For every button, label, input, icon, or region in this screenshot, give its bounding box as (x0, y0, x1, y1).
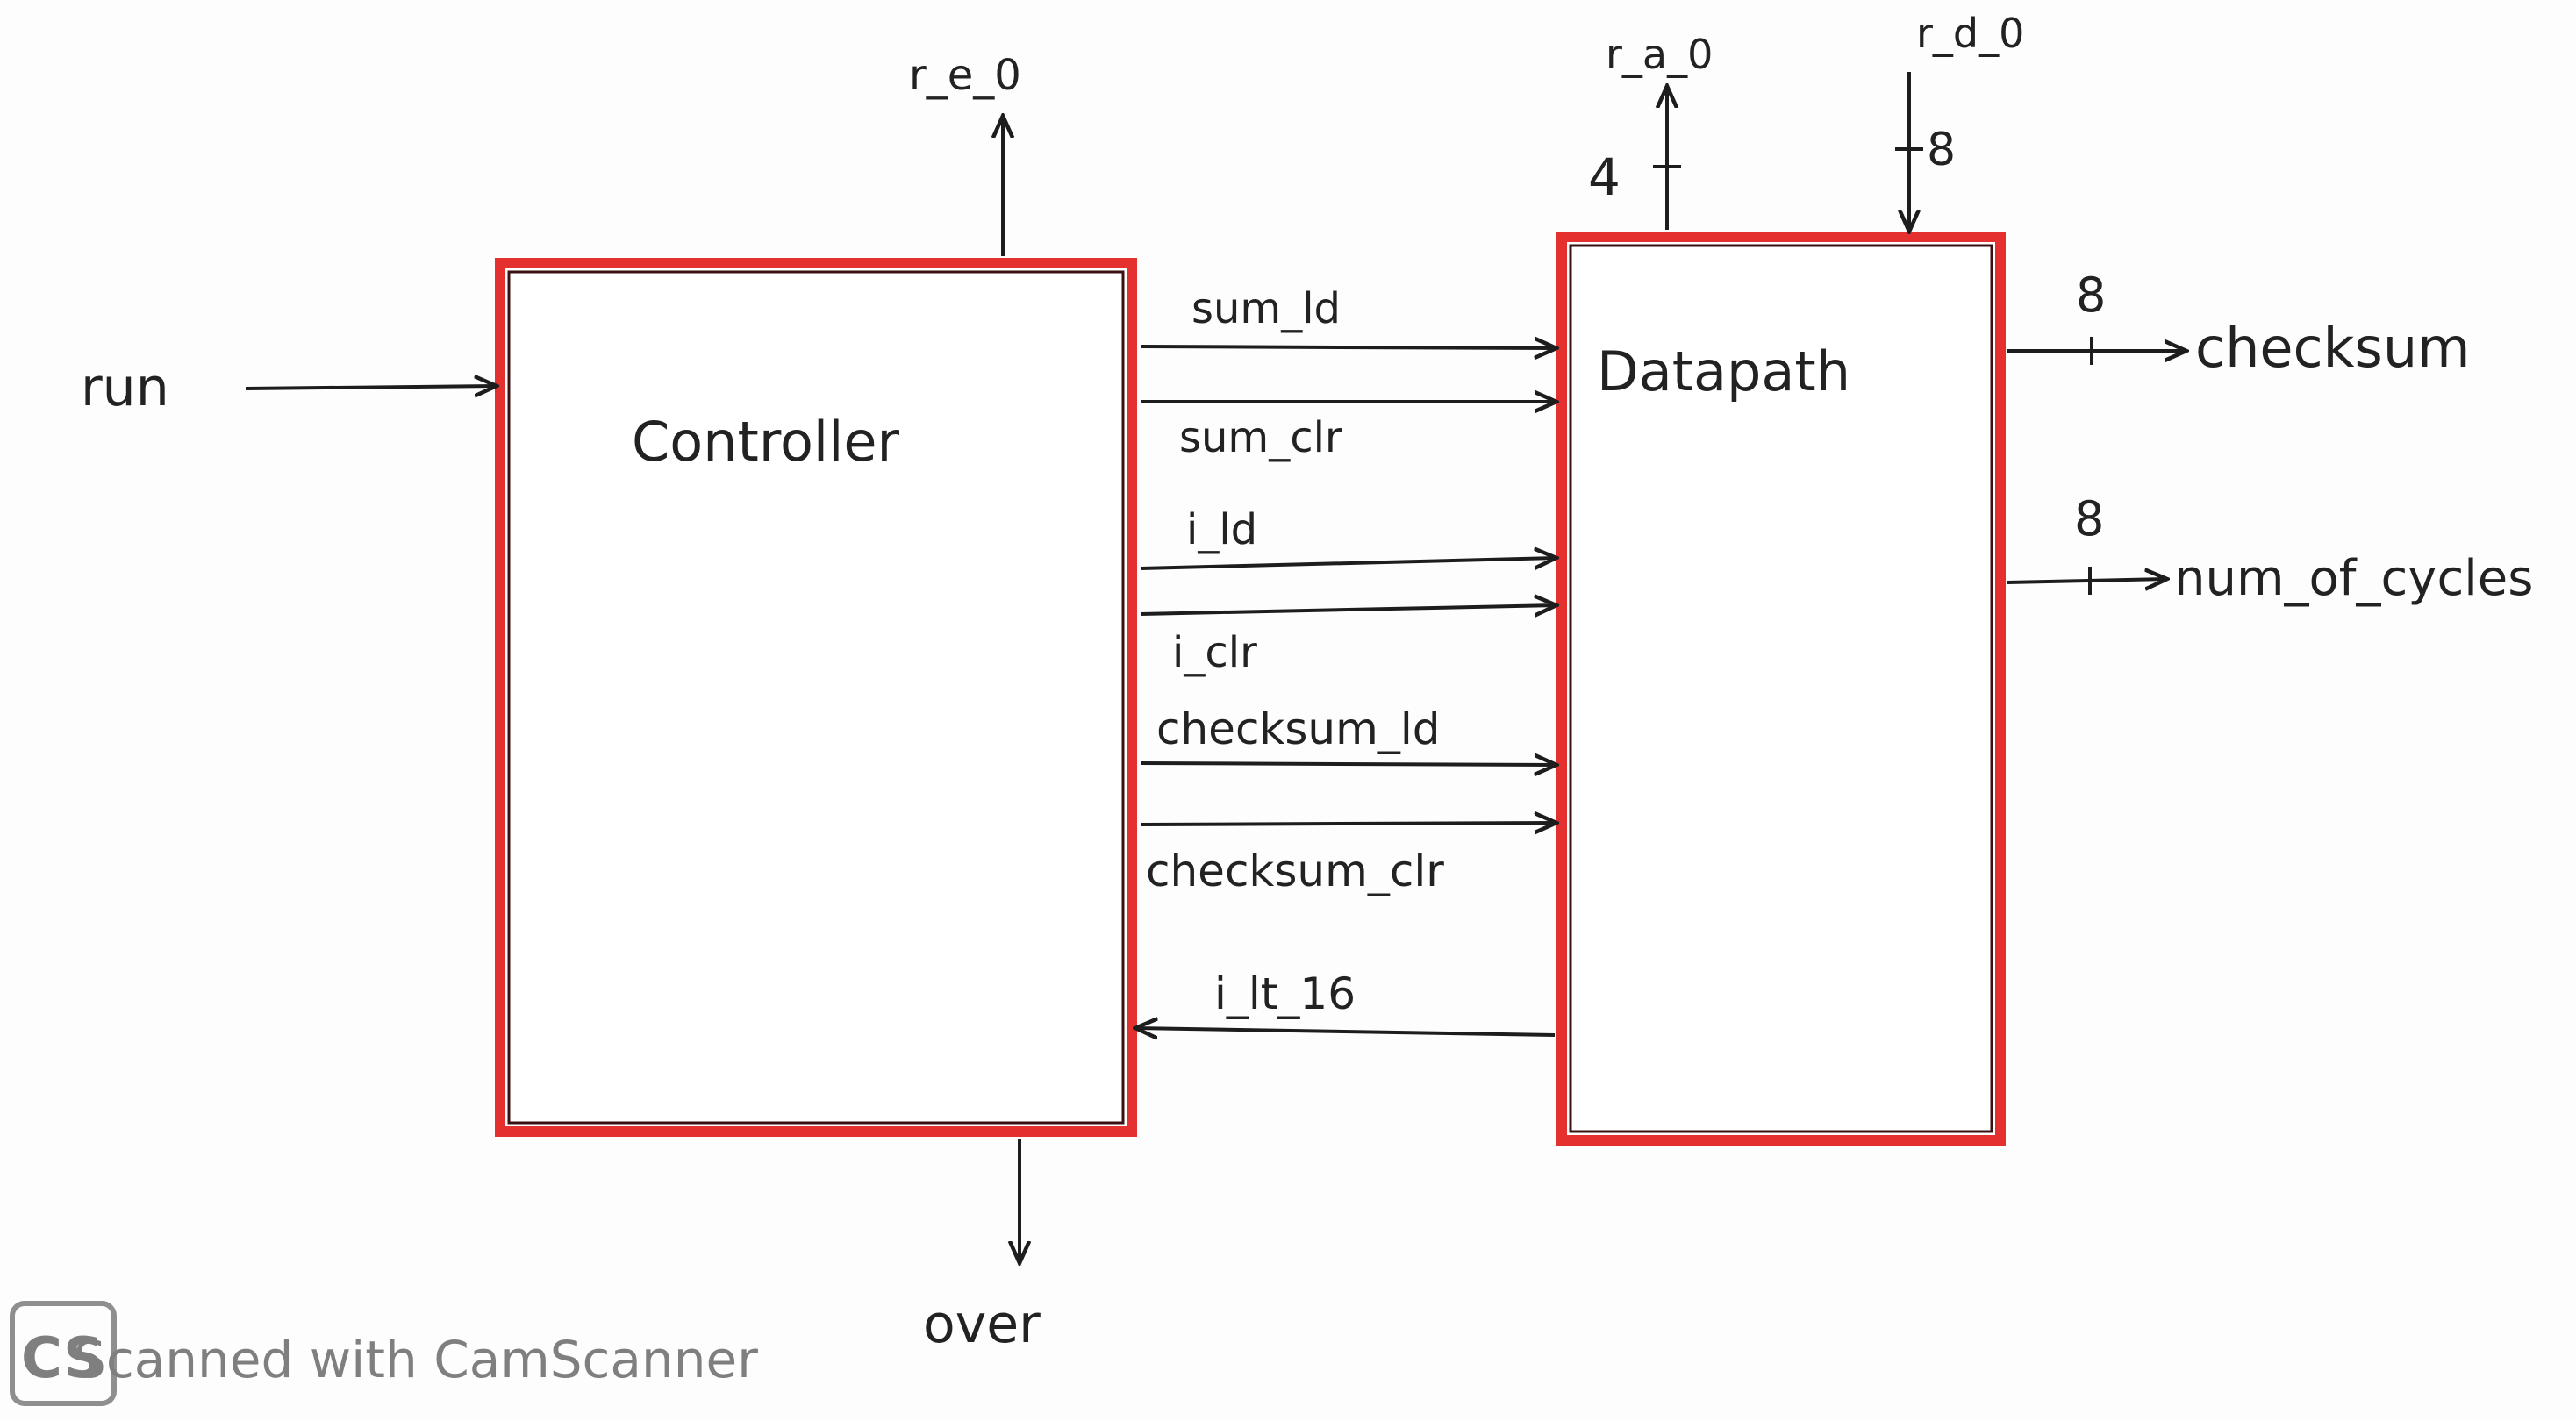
i-lt-16-label: i_lt_16 (1214, 968, 1356, 1019)
checksum-output: 8 checksum (2007, 268, 2471, 380)
checksum-label: checksum (2195, 316, 2471, 380)
num-of-cycles-output: 8 num_of_cycles (2007, 491, 2533, 607)
datapath-label: Datapath (1597, 339, 1850, 403)
num-of-cycles-width: 8 (2074, 491, 2104, 546)
r-d-0-width: 8 (1927, 124, 1956, 176)
checksum-ld-label: checksum_ld (1156, 703, 1440, 754)
run-input: run (81, 357, 497, 418)
over-label: over (923, 1294, 1041, 1355)
i-clr-wire (1140, 605, 1556, 614)
checksum-clr-wire (1140, 823, 1556, 825)
r-d-0-label: r_d_0 (1916, 10, 2024, 57)
r-e-0-label: r_e_0 (909, 51, 1021, 100)
controller-label: Controller (632, 410, 899, 474)
controller-block: Controller (495, 258, 1137, 1137)
i-ld-label: i_ld (1186, 505, 1257, 554)
status-signals: i_lt_16 (1135, 968, 1556, 1035)
sum-clr-label: sum_clr (1179, 413, 1342, 462)
camscanner-watermark: CS Scanned with CamScanner (10, 1301, 758, 1406)
checksum-ld-wire (1140, 763, 1556, 765)
r-a-0-output: 4 r_a_0 (1588, 31, 1713, 230)
num-of-cycles-wire (2007, 579, 2167, 582)
datapath-block: Datapath (1556, 232, 2006, 1146)
r-e-0-output: r_e_0 (909, 51, 1021, 256)
num-of-cycles-label: num_of_cycles (2174, 550, 2533, 607)
run-wire (245, 386, 497, 389)
i-clr-label: i_clr (1172, 628, 1257, 677)
i-ld-wire (1140, 558, 1556, 570)
camscanner-logo-icon (10, 1301, 117, 1406)
r-a-0-label: r_a_0 (1606, 31, 1713, 78)
checksum-clr-label: checksum_clr (1146, 846, 1444, 896)
sum-ld-wire (1140, 346, 1556, 348)
checksum-width: 8 (2076, 268, 2106, 323)
sum-ld-label: sum_ld (1191, 284, 1341, 333)
watermark-text: Scanned with CamScanner (74, 1330, 758, 1389)
camscanner-logo-text: CS (21, 1326, 104, 1391)
i-lt-16-wire (1135, 1028, 1556, 1035)
run-label: run (81, 357, 169, 418)
over-output: over (923, 1139, 1041, 1355)
r-d-0-input: 8 r_d_0 (1895, 10, 2024, 232)
r-a-0-width: 4 (1588, 147, 1621, 207)
control-signals: sum_ld sum_clr i_ld i_clr checksum_ld ch… (1140, 284, 1556, 896)
